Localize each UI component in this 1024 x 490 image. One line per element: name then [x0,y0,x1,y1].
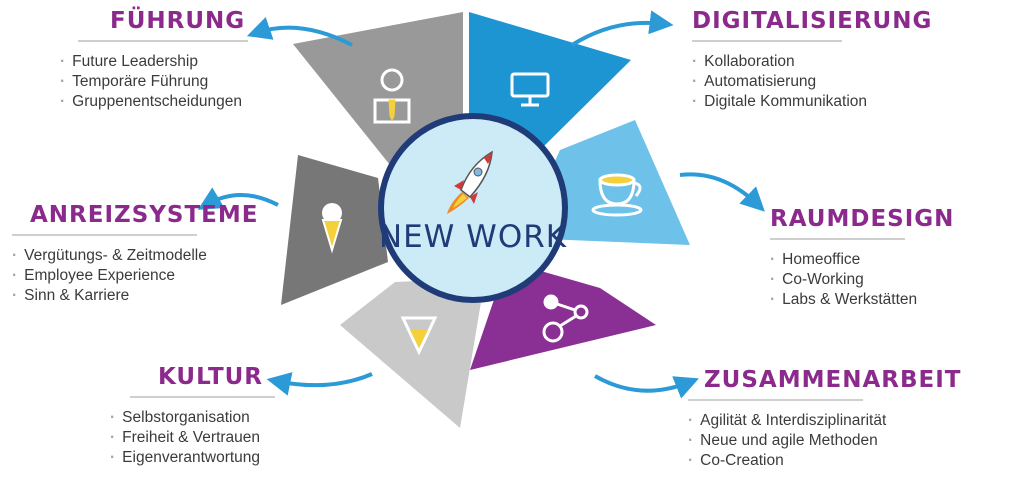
network-icon [542,294,589,343]
list-item: Kollaboration [692,52,932,72]
divider [770,238,905,240]
list-item: Eigenverantwortung [110,448,275,468]
block-fuehrung: FÜHRUNG Future Leadership Temporäre Führ… [60,8,248,112]
rocket-icon [447,150,493,214]
list-item: Labs & Werkstätten [770,290,954,310]
center-title: NEW WORK [379,219,567,255]
coffee-cup-icon [591,173,643,217]
title-kultur: KULTUR [158,364,264,390]
divider [688,399,863,401]
list-raumdesign: Homeoffice Co-Working Labs & Werkstätten [770,250,954,310]
petal-digitalisierung [469,12,631,155]
list-item: Sinn & Karriere [12,286,259,306]
list-item: Temporäre Führung [60,72,248,92]
list-item: Digitale Kommunikation [692,92,932,112]
title-digitalisierung: DIGITALISIERUNG [692,8,933,34]
list-item: Neue und agile Methoden [688,431,961,451]
list-item: Vergütungs- & Zeitmodelle [12,246,259,266]
list-anreizsysteme: Vergütungs- & Zeitmodelle Employee Exper… [12,246,259,306]
list-item: Employee Experience [12,266,259,286]
arrow-zusammenarbeit [594,374,699,399]
person-icon [373,68,411,124]
arrow-digitalisierung [570,10,674,47]
divider [78,40,248,42]
title-fuehrung: FÜHRUNG [110,8,246,34]
list-item: Gruppenentscheidungen [60,92,248,112]
block-raumdesign: RAUMDESIGN Homeoffice Co-Working Labs & … [770,206,954,310]
title-anreizsysteme: ANREIZSYSTEME [30,202,259,228]
list-item: Selbstorganisation [110,408,275,428]
block-anreizsysteme: ANREIZSYSTEME Vergütungs- & Zeitmodelle … [12,202,259,306]
list-item: Homeoffice [770,250,954,270]
title-raumdesign: RAUMDESIGN [770,206,955,232]
list-item: Future Leadership [60,52,248,72]
list-fuehrung: Future Leadership Temporäre Führung Grup… [60,52,248,112]
monitor-icon [510,72,550,107]
arrow-anreizsysteme [197,187,279,210]
title-zusammenarbeit: ZUSAMMENARBEIT [704,367,962,393]
petal-kultur [340,278,485,428]
center-circle [378,113,568,303]
list-item: Automatisierung [692,72,932,92]
arrow-kultur [266,372,373,396]
list-item: Freiheit & Vertrauen [110,428,275,448]
block-digitalisierung: DIGITALISIERUNG Kollaboration Automatisi… [692,8,932,112]
ice-cream-icon [321,203,343,254]
divider [130,396,275,398]
list-digitalisierung: Kollaboration Automatisierung Digitale K… [692,52,932,112]
divider [12,234,197,236]
list-kultur: Selbstorganisation Freiheit & Vertrauen … [110,408,275,468]
arrow-fuehrung [246,16,353,47]
divider [692,40,842,42]
block-kultur: KULTUR Selbstorganisation Freiheit & Ver… [110,364,275,468]
list-zusammenarbeit: Agilität & Interdisziplinarität Neue und… [688,411,961,471]
list-item: Co-Working [770,270,954,290]
list-item: Agilität & Interdisziplinarität [688,411,961,431]
block-zusammenarbeit: ZUSAMMENARBEIT Agilität & Interdisziplin… [688,367,961,471]
list-item: Co-Creation [688,451,961,471]
funnel-glass-icon [400,316,438,356]
arrow-raumdesign [679,172,765,212]
